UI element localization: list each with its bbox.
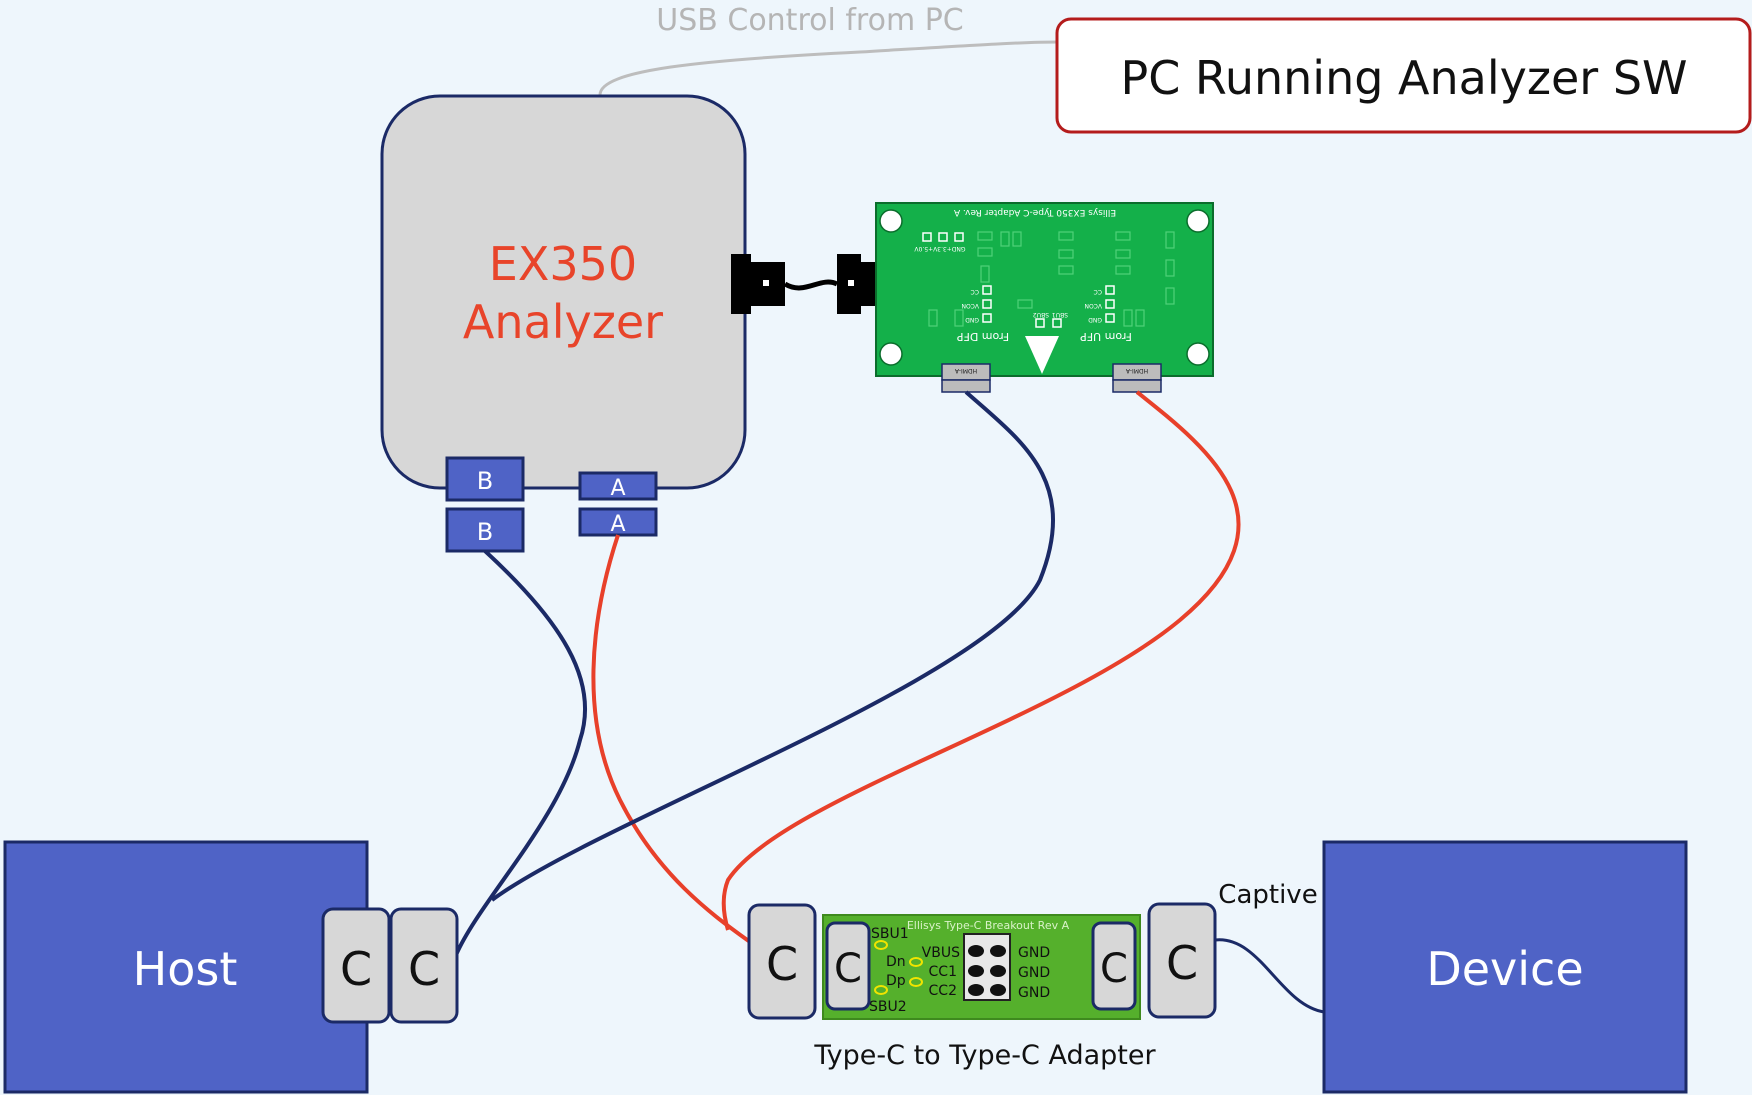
host-box[interactable]: Host: [3, 840, 369, 1094]
adapter-silk-dfp-1: CC: [971, 288, 979, 295]
adapter-board-title: Ellisys EX350 Type-C Adapter Rev. A: [953, 207, 1116, 217]
analyzer-port-b[interactable]: B: [445, 456, 525, 502]
adapter-silk-dfp-2: VCON: [961, 302, 979, 309]
breakout-pin-sbu1: SBU1: [871, 926, 909, 942]
adapter-silk-ufp-1: CC: [1094, 288, 1102, 295]
connector-label: C: [1166, 936, 1198, 990]
adapter-silk-ufp-3: GND: [1088, 316, 1102, 323]
device-label: Device: [1426, 942, 1583, 996]
pc-box[interactable]: PC Running Analyzer SW: [1055, 17, 1752, 134]
plug-a-label: A: [610, 512, 625, 537]
pc-box-label: PC Running Analyzer SW: [1120, 51, 1687, 105]
plug-b-label: B: [477, 518, 493, 546]
breakout-pin-cc1: CC1: [929, 964, 957, 980]
cable-plug-a: A: [578, 507, 658, 537]
breakout-left-receptacle[interactable]: C: [825, 921, 871, 1011]
connector-label: C: [1100, 946, 1128, 992]
cable-dfp-to-host: [490, 390, 1055, 902]
breakout-pin-dp: Dp: [886, 973, 906, 989]
mount-hole: [1186, 209, 1210, 233]
mount-hole: [879, 209, 903, 233]
type-c-adapter-board[interactable]: Ellisys EX350 Type-C Adapter Rev. A From…: [875, 202, 1214, 393]
usb-control-cable: [598, 40, 1059, 96]
breakout-pin-vbus: VBUS: [922, 945, 960, 961]
breakout-pin-sbu2: SBU2: [869, 999, 907, 1015]
adapter-from-dfp: From DFP: [957, 330, 1010, 343]
adapter-silk-sbu-1: SBU1: [1052, 311, 1068, 318]
port-b-label: B: [477, 467, 493, 495]
host-label: Host: [133, 942, 238, 996]
adapter-from-ufp: From UFP: [1080, 330, 1132, 343]
analyzer-adapter-link: [731, 252, 899, 322]
analyzer-port-a[interactable]: A: [578, 471, 658, 501]
type-c-breakout-board[interactable]: Ellisys Type-C Breakout Rev A SBU1 Dn Dp…: [822, 914, 1141, 1020]
adapter-port-dfp-label: HDMI-A: [954, 367, 977, 374]
breakout-pin-gnd-2: GND: [1018, 965, 1050, 981]
analyzer-name-line2: Analyzer: [463, 295, 663, 349]
mount-hole: [1186, 342, 1210, 366]
connector-label: C: [340, 942, 372, 996]
device-cable-plug[interactable]: C: [1147, 902, 1217, 1019]
adapter-port-dfp[interactable]: HDMI-A: [941, 363, 991, 393]
breakout-pin-gnd-1: GND: [1018, 945, 1050, 961]
host-connector-receptacle[interactable]: C: [321, 907, 391, 1024]
cable-a-to-breakout: [591, 534, 752, 944]
mount-hole: [879, 342, 903, 366]
cable-plug-b: B: [445, 507, 525, 553]
breakout-right-receptacle[interactable]: C: [1091, 921, 1137, 1011]
cable-b-to-host: [454, 549, 588, 956]
captive-label: Captive: [1218, 880, 1317, 910]
adapter-port-ufp-label: HDMI-A: [1125, 367, 1148, 374]
adapter-silk-ufp-2: VCON: [1084, 302, 1102, 309]
adapter-silk-sbu-2: SBU2: [1033, 311, 1049, 318]
device-box[interactable]: Device: [1322, 840, 1688, 1094]
adapter-direction-arrow: [1025, 336, 1059, 374]
breakout-left-plug[interactable]: C: [747, 903, 817, 1020]
host-connector-plug[interactable]: C: [389, 907, 459, 1024]
adapter-port-ufp[interactable]: HDMI-A: [1112, 363, 1162, 393]
port-a-label: A: [610, 476, 625, 501]
ex350-analyzer[interactable]: EX350 Analyzer: [380, 94, 747, 490]
usb-control-label: USB Control from PC: [656, 3, 964, 38]
breakout-pin-gnd-3: GND: [1018, 985, 1050, 1001]
connector-label: C: [408, 942, 440, 996]
adapter-silk-dfp-3: GND: [965, 316, 979, 323]
cable-ufp-to-breakout: [721, 390, 1241, 931]
breakout-pin-cc2: CC2: [929, 983, 957, 999]
connector-label: C: [834, 946, 862, 992]
connector-label: C: [766, 937, 798, 991]
breakout-pin-dn: Dn: [886, 954, 906, 970]
breakout-title: Ellisys Type-C Breakout Rev A: [907, 919, 1070, 932]
analyzer-name-line1: EX350: [489, 237, 637, 291]
breakout-caption: Type-C to Type-C Adapter: [813, 1040, 1156, 1071]
adapter-power-label: GND+3.3V+5.0V: [914, 245, 966, 252]
captive-cable: [1214, 938, 1325, 1014]
